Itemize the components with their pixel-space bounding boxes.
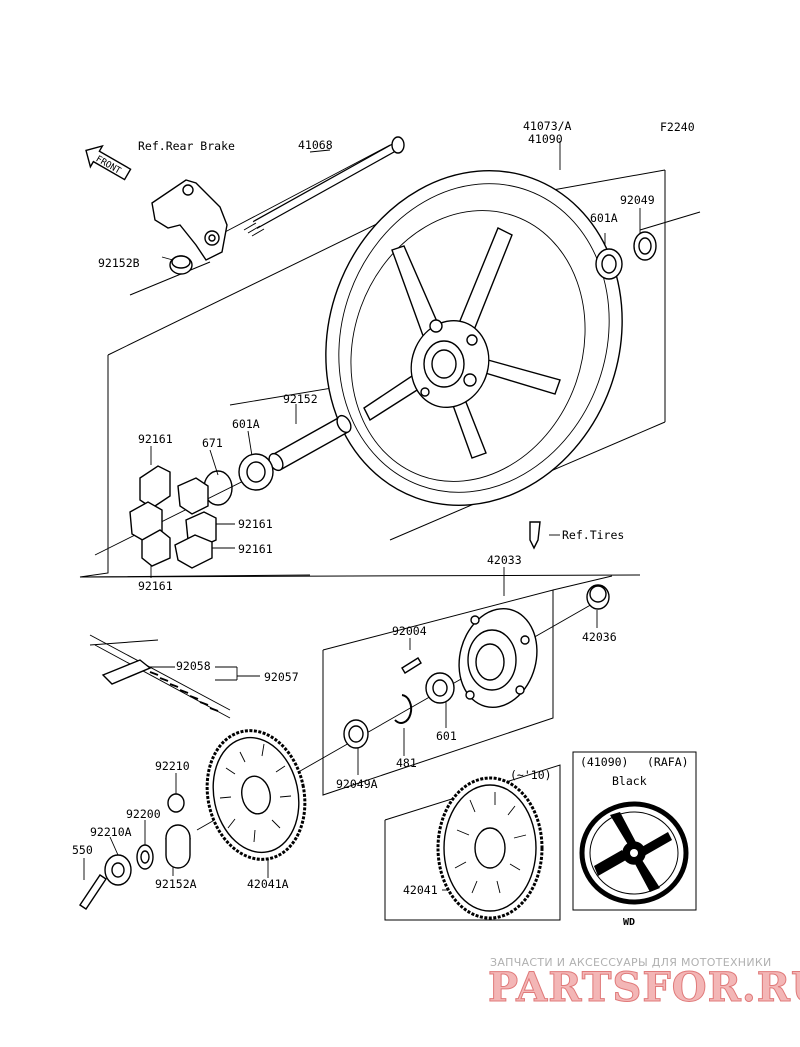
label-42033: 42033 (487, 553, 522, 567)
collar-92152b (169, 255, 193, 275)
label-601a-top: 601A (590, 211, 618, 225)
label-92161-c: 92161 (238, 542, 273, 556)
rear-wheel (325, 170, 623, 506)
drive-chain (89, 634, 231, 719)
nut-92210 (167, 793, 185, 813)
assembly-outline (79, 169, 701, 796)
stud-92004 (401, 657, 422, 674)
bearing-601a-top (595, 248, 623, 280)
rear-axle (243, 136, 405, 237)
cotter-pin-550 (79, 874, 107, 910)
inset-wd-part-ref: (41090) (580, 755, 628, 769)
label-92161-a: 92161 (138, 432, 173, 446)
label-92210: 92210 (155, 759, 190, 773)
label-92200: 92200 (126, 807, 161, 821)
label-601a-mid: 601A (232, 417, 260, 431)
label-671: 671 (202, 436, 223, 450)
seal-92049 (633, 231, 657, 261)
label-92152b: 92152B (98, 256, 140, 270)
label-ref-rear-brake: Ref.Rear Brake (138, 139, 235, 153)
inset-wd-color: Black (612, 774, 647, 788)
label-92004: 92004 (392, 624, 427, 638)
label-92049: 92049 (620, 193, 655, 207)
label-481: 481 (396, 756, 417, 770)
inset-box-wd (572, 751, 697, 911)
castle-nut-92210a (104, 854, 132, 886)
inset-wd-footer: WD (623, 917, 635, 928)
label-601: 601 (436, 729, 457, 743)
inset-wd-variant: (RAFA) (647, 755, 689, 769)
label-550: 550 (72, 843, 93, 857)
rear-brake-bracket (151, 179, 228, 261)
sprocket-hub-42033 (458, 608, 538, 708)
label-92210a: 92210A (90, 825, 132, 839)
watermark-subtitle: ЗАПЧАСТИ И АКСЕССУАРЫ ДЛЯ МОТОТЕХНИКИ (490, 956, 772, 969)
inset-box-10 (384, 764, 561, 921)
bearing-601a-mid (238, 453, 274, 491)
label-92152a: 92152A (155, 877, 197, 891)
label-42036: 42036 (582, 630, 617, 644)
label-41090: 41090 (528, 132, 563, 146)
spacer-92152 (268, 414, 352, 472)
inset-10-label: (~'10) (510, 768, 552, 782)
label-41073a: 41073/A (523, 119, 572, 133)
label-92161-b: 92161 (238, 517, 273, 531)
collar-92152a (165, 824, 191, 869)
label-92049a: 92049A (336, 777, 378, 791)
label-92161-d: 92161 (138, 579, 173, 593)
damper-rubbers-92161 (129, 465, 217, 569)
circlip-481 (394, 694, 413, 724)
part-labels: Ref.Rear Brake 41068 41073/A 41090 92049… (72, 119, 655, 897)
label-92152: 92152 (283, 392, 318, 406)
collar-42036 (586, 584, 610, 610)
sprocket-42041a (205, 729, 307, 861)
label-ref-tires: Ref.Tires (562, 528, 624, 542)
bearing-601 (425, 672, 455, 704)
label-92058: 92058 (176, 659, 211, 673)
label-42041a: 42041A (247, 877, 289, 891)
tire-valve (529, 521, 541, 550)
label-92057: 92057 (264, 670, 299, 684)
front-arrow-icon: FRONT (85, 144, 132, 181)
seal-92049a (343, 719, 369, 749)
figure-code: F2240 (660, 120, 695, 134)
label-41068: 41068 (298, 138, 333, 152)
washer-92200 (136, 844, 154, 870)
watermark-logo: PARTSFOR.RU (488, 964, 800, 1011)
label-42041: 42041 (403, 883, 438, 897)
